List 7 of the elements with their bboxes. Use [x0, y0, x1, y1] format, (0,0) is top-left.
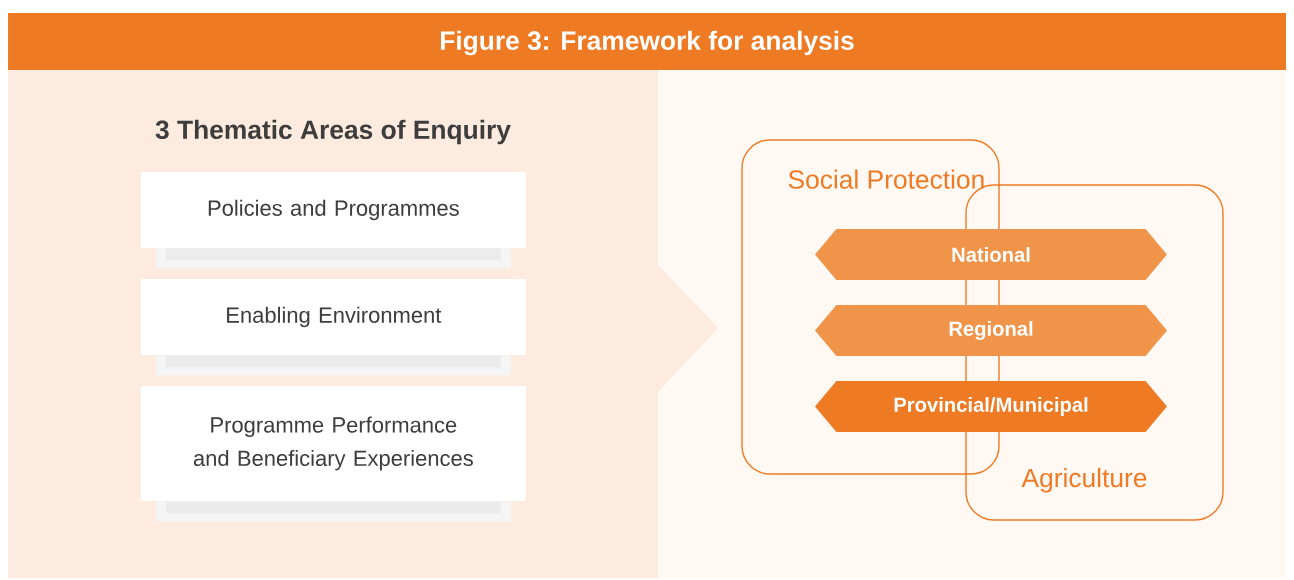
level-band: National	[815, 229, 1167, 280]
level-band: Provincial/Municipal	[815, 381, 1167, 432]
title-bar: Figure 3: Framework for analysis	[8, 13, 1286, 70]
level-band: Regional	[815, 305, 1167, 356]
text-box: Programme Performance and Beneficiary Experiences	[140, 386, 526, 522]
text-box: Policies and Programmes	[140, 172, 526, 269]
text-box: Enabling Environment	[140, 279, 526, 376]
